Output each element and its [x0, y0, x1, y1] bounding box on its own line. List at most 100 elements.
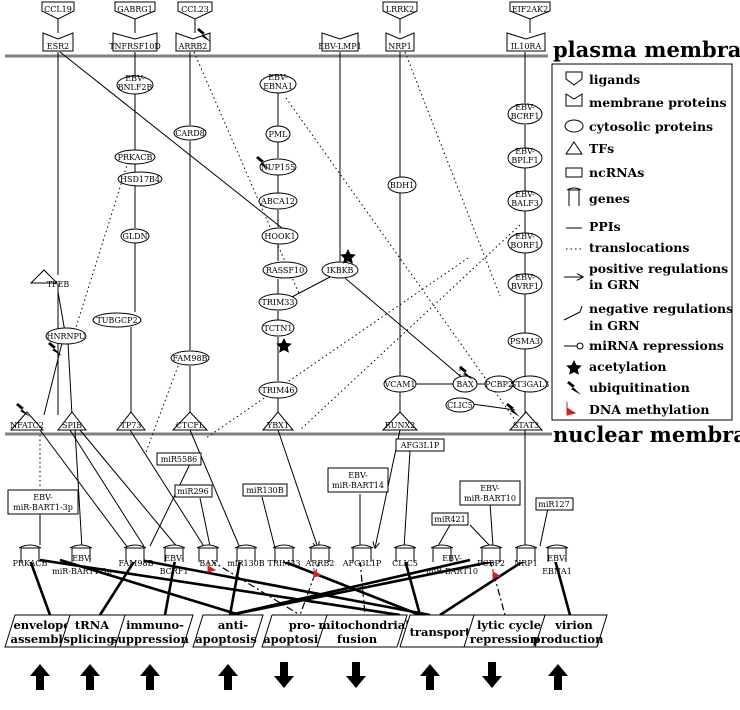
translocation-edge: [145, 365, 179, 453]
cytosolic-shape: [507, 332, 543, 350]
gene-label: BCRF1: [160, 567, 189, 576]
gene-node: CLIC5: [392, 544, 418, 568]
function-label: pro-: [289, 618, 316, 632]
legend-ligand-icon: [565, 71, 583, 86]
tf-label: TP73: [121, 421, 142, 430]
function-shape: [534, 614, 608, 648]
cytosolic-label: PML: [269, 130, 289, 139]
cytosolic-nodes: EBV-BNLF2B PRKACB HSD17B4 GLDN TUBGCP2 C…: [92, 73, 549, 413]
regulation-edge: [129, 429, 206, 549]
cytosolic-label: TRIM46: [262, 386, 295, 395]
ncrna-label: EBV-: [33, 493, 53, 502]
cytosolic-label: NUP155: [261, 163, 295, 172]
ncrna-label: miR127: [538, 500, 569, 509]
cytosolic-shape: [383, 375, 417, 393]
ncrna-label: miR296: [177, 487, 208, 496]
ligand-node: LRRK2: [382, 1, 418, 20]
gene-shape: [479, 544, 503, 562]
ncrna-shape: [431, 512, 469, 526]
ncrna-node: miR296: [174, 484, 213, 498]
gene-shape: [69, 544, 93, 562]
cytosolic-node: EBV-BCRF1: [507, 103, 543, 125]
tf-node: STAT3: [508, 411, 544, 431]
gene-label: miR-BART10: [426, 567, 478, 576]
cytosolic-node: CLIC5: [445, 397, 475, 413]
cytosolic-shape: [259, 158, 297, 176]
arrow-up-icon: [80, 664, 100, 690]
function-label: virion: [554, 618, 593, 632]
legend-label: in GRN: [589, 318, 640, 333]
function-node: immuno- suppression: [111, 614, 194, 690]
legend-ncrna-icon: [565, 167, 583, 178]
function-edge: [299, 559, 321, 616]
function-edge: [489, 559, 506, 616]
gene-shape: [308, 544, 332, 562]
function-node: pro- apoptosis: [261, 614, 335, 688]
tf-node: RUNX2: [381, 411, 419, 431]
translocation-edge: [285, 97, 516, 421]
ncrna-label: miR421: [434, 515, 465, 524]
cytosolic-node: PML: [265, 125, 291, 143]
cytosolic-label: BDH1: [390, 181, 414, 190]
membrane-protein-nodes: ESR2 TNFRSF10D ARRB2 EBV-LMP1 NRP1 IL10R…: [42, 32, 546, 52]
membrane-protein-label: TNFRSF10D: [109, 42, 161, 51]
ncrna-label: miR5586: [161, 455, 198, 464]
cytosolic-node: TRIM46: [258, 381, 298, 399]
cytosolic-label: EBV-: [515, 190, 535, 199]
gene-label: FAM98B: [119, 559, 154, 568]
membrane-protein-shape: [321, 32, 359, 52]
gene-node: PCBP2: [477, 544, 505, 568]
cytosolic-node: HSD17B4: [117, 171, 163, 187]
function-label: anti-: [218, 618, 248, 632]
ncrna-label: miR130B: [246, 486, 283, 495]
tf-shape: [9, 411, 45, 431]
cytosolic-node: ABCA12: [258, 192, 298, 210]
arrow-down-icon: [482, 662, 502, 688]
gene-label: EBV-: [547, 554, 567, 563]
gene-shape: [162, 544, 186, 562]
ligand-node: GABRG1: [114, 1, 156, 20]
regulation-edge: [79, 429, 179, 549]
translocation-edge: [404, 51, 501, 297]
function-label: lytic cycle: [477, 618, 541, 632]
cytosolic-label: BALF3: [511, 199, 539, 208]
cytosolic-node: EBV-BNLF2B: [116, 74, 154, 95]
membrane-protein-node: ESR2: [42, 32, 74, 52]
arrow-up-icon: [420, 664, 440, 690]
cytosolic-node: HNRNPU: [45, 327, 87, 345]
cytosolic-label: HSD17B4: [120, 175, 160, 184]
function-edge: [139, 558, 431, 617]
tf-node: SPIB: [56, 411, 88, 431]
gene-label: PRKACB: [13, 559, 48, 568]
cytosolic-label: HNRNPU: [47, 332, 86, 341]
function-node: mitochondrial fusion: [316, 614, 410, 688]
mirna-edge: [539, 507, 549, 547]
ncrna-node: miR127: [535, 497, 574, 511]
cytosolic-shape: [507, 147, 543, 169]
gene-shape: [18, 544, 42, 562]
gene-shape: [514, 544, 538, 562]
cytosolic-shape: [120, 228, 150, 244]
gene-label: NRP1: [514, 559, 538, 568]
ncrna-shape: [7, 489, 79, 515]
ubiquitination-icon: [459, 366, 473, 380]
function-label: immuno-: [126, 618, 184, 632]
membrane-protein-shape: [385, 32, 415, 52]
cytosolic-label: BVRF1: [511, 282, 539, 291]
cytosolic-shape: [170, 350, 210, 366]
gene-shape: [393, 544, 417, 562]
ubiquitination-icon: [506, 403, 520, 417]
function-node: transport: [399, 614, 485, 690]
membrane-protein-label: IL10RA: [511, 42, 542, 51]
legend-tf-icon: [565, 141, 583, 155]
gene-label: TRIM33: [268, 559, 301, 568]
function-shape: [316, 614, 408, 648]
tf-shape: [508, 411, 544, 431]
gene-node: EBV-BCRF1: [160, 544, 189, 576]
gene-label: EBNA1: [542, 567, 572, 576]
cytosolic-shape: [265, 125, 291, 143]
legend-negative-icon: [563, 305, 583, 321]
cytosolic-node: PRKACB: [114, 149, 156, 165]
cytosolic-label: VCAM1: [384, 380, 416, 389]
